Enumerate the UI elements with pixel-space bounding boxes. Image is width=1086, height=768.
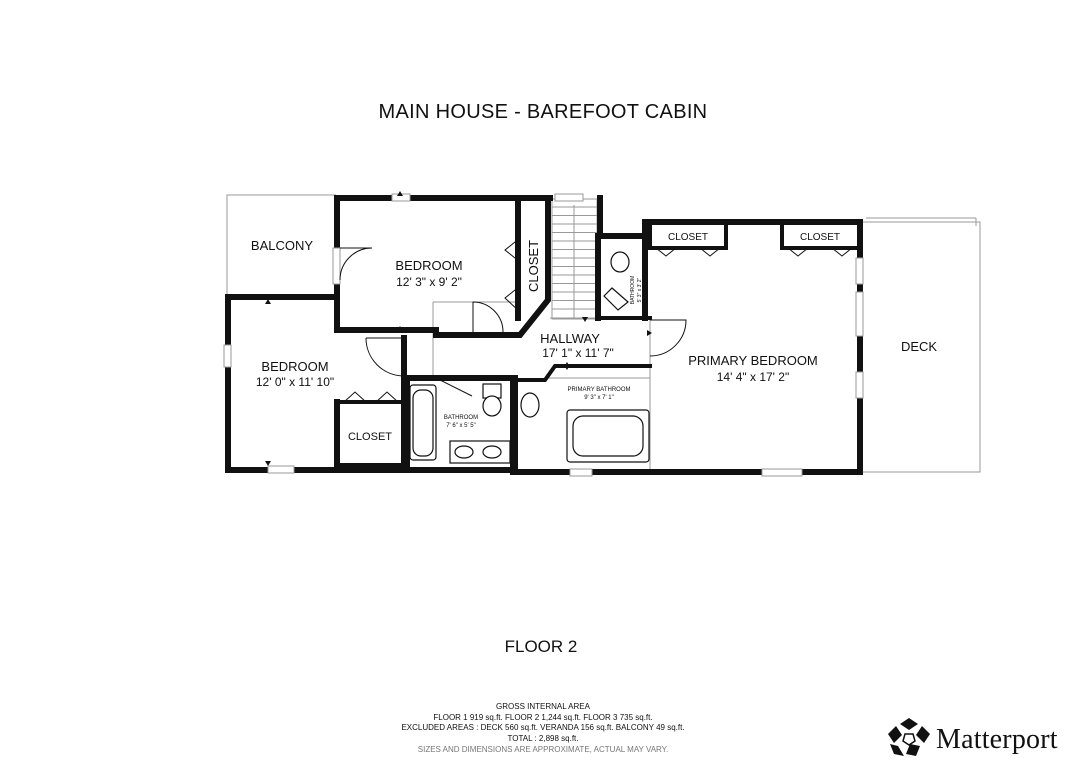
room-label-primary-bedroom: PRIMARY BEDROOM (688, 353, 818, 368)
plan-title: MAIN HOUSE - BAREFOOT CABIN (378, 101, 708, 123)
room-label-hallway: HALLWAY (540, 331, 600, 346)
room-dims-bedroom-left: 12' 0" x 11' 10" (256, 375, 334, 389)
walls (225, 195, 863, 475)
disclaimer-note: SIZES AND DIMENSIONS ARE APPROXIMATE, AC… (417, 745, 669, 754)
area-line-excluded: EXCLUDED AREAS : DECK 560 sq.ft. VERANDA… (401, 723, 685, 732)
room-label-balcony: BALCONY (251, 238, 313, 253)
wall-markers (265, 191, 755, 474)
room-label-closet-left: CLOSET (668, 232, 708, 243)
room-label-closet-vertical: CLOSET (526, 240, 541, 292)
room-label-primary-bathroom: PRIMARY BATHROOM (567, 387, 630, 393)
room-dims-primary-bathroom: 9' 3" x 7' 1" (584, 395, 614, 401)
area-heading: GROSS INTERNAL AREA (496, 702, 590, 711)
room-label-bathroom: BATHROOM (444, 415, 478, 421)
area-line-floors: FLOOR 1 919 sq.ft. FLOOR 2 1,244 sq.ft. … (433, 712, 653, 722)
area-line-total: TOTAL : 2,898 sq.ft. (507, 733, 579, 743)
doors (339, 237, 853, 403)
room-label-deck: DECK (901, 339, 937, 354)
room-label-closet-bottom: CLOSET (348, 431, 392, 443)
toilet-small (610, 251, 630, 273)
stair-treads (552, 205, 597, 318)
area-summary: GROSS INTERNAL AREA FLOOR 1 919 sq.ft. F… (300, 702, 786, 756)
room-dims-small-bathroom: 5' 3" x 3' 2" (637, 277, 643, 302)
room-dims-hallway: 17' 1" x 11' 7" (542, 346, 614, 360)
brand-name: Matterport (936, 724, 1058, 755)
matterport-logo-icon (888, 718, 930, 756)
floor-label: FLOOR 2 (0, 637, 1086, 657)
fixtures (409, 251, 650, 464)
deck-outline (862, 221, 981, 473)
wall-bedroom-top-left (334, 195, 439, 333)
room-label-closet-right: CLOSET (800, 232, 840, 243)
windows (223, 193, 864, 477)
room-label-small-bathroom: BATHROOM (630, 276, 636, 305)
floor-label-text: FLOOR 2 (504, 637, 578, 656)
sink-small (603, 287, 629, 311)
door-balcony (339, 247, 373, 281)
balcony-outline (226, 194, 336, 295)
room-dims-primary-bedroom: 14' 4" x 17' 2" (717, 370, 789, 384)
toilet-primary (520, 392, 540, 418)
room-dims-bedroom-top: 12' 3" x 9' 2" (396, 275, 462, 289)
room-dims-bathroom: 7' 6" x 5' 5" (446, 423, 476, 429)
room-label-bedroom-left: BEDROOM (261, 359, 328, 374)
room-label-bedroom-top: BEDROOM (395, 258, 462, 273)
